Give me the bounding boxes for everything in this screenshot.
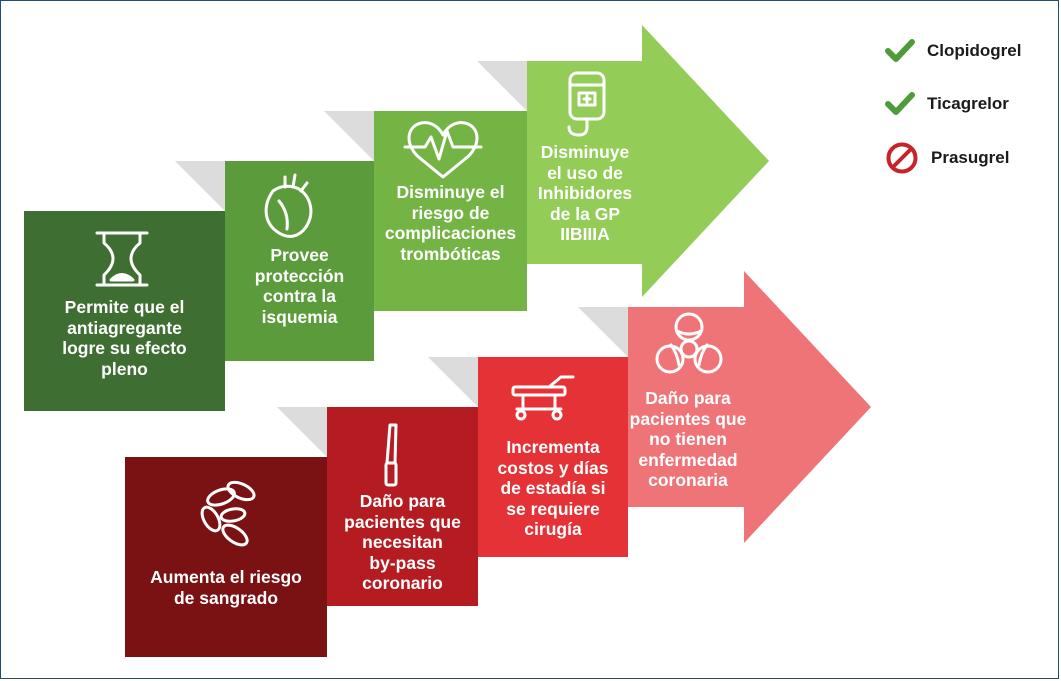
iv-bag-icon xyxy=(567,71,606,137)
step-shape xyxy=(225,161,374,361)
step-shape xyxy=(478,357,628,557)
risk-label-2: Daño para pacientes que necesitan by-pas… xyxy=(344,491,461,593)
fold-shadow xyxy=(277,407,327,457)
fold-shadow xyxy=(477,61,527,111)
hospital-bed-icon xyxy=(511,375,575,421)
legend-item-ticagrelor: Ticagrelor xyxy=(885,89,1009,119)
benefit-label-1: Permite que el antiagregante logre su ef… xyxy=(62,297,187,379)
step-shape xyxy=(24,211,225,411)
step-shape xyxy=(327,407,478,606)
step-shape xyxy=(125,457,327,657)
legend-item-prasugrel: Prasugrel xyxy=(885,141,1009,175)
prohibited-icon xyxy=(886,142,918,174)
biohazard-icon xyxy=(655,312,723,374)
risk-step-1 xyxy=(125,457,327,657)
benefit-step-2 xyxy=(175,161,374,361)
fold-shadow xyxy=(324,111,374,161)
risk-label-3: Incrementa costos y días de estadía si s… xyxy=(497,437,609,539)
risk-step-3 xyxy=(428,357,628,557)
check-icon xyxy=(885,92,915,115)
fold-shadow xyxy=(428,357,478,407)
hourglass-icon xyxy=(95,231,149,287)
risk-label-4: Daño para pacientes que no tienen enferm… xyxy=(629,388,747,490)
heart-organ-icon xyxy=(264,173,313,238)
risk-step-2 xyxy=(277,407,478,606)
benefit-label-4: Disminuye el uso de Inhibidores de la GP… xyxy=(537,142,633,244)
blood-cells-icon xyxy=(200,480,256,547)
check-icon xyxy=(885,39,915,62)
benefit-label-3: Disminuye el riesgo de complicaciones tr… xyxy=(384,182,517,264)
scalpel-icon xyxy=(384,423,398,487)
risk-label-1: Aumenta el riesgo de sangrado xyxy=(150,567,302,608)
heartbeat-icon xyxy=(403,121,483,179)
legend-label: Prasugrel xyxy=(931,148,1010,167)
fold-shadow xyxy=(578,307,628,357)
legend-label: Ticagrelor xyxy=(927,94,1009,113)
benefit-step-1 xyxy=(24,211,225,411)
fold-shadow xyxy=(175,161,225,211)
legend-item-clopidogrel: Clopidogrel xyxy=(885,36,1021,66)
legend-label: Clopidogrel xyxy=(927,41,1022,60)
benefit-label-2: Provee protección contra la isquemia xyxy=(254,245,345,327)
